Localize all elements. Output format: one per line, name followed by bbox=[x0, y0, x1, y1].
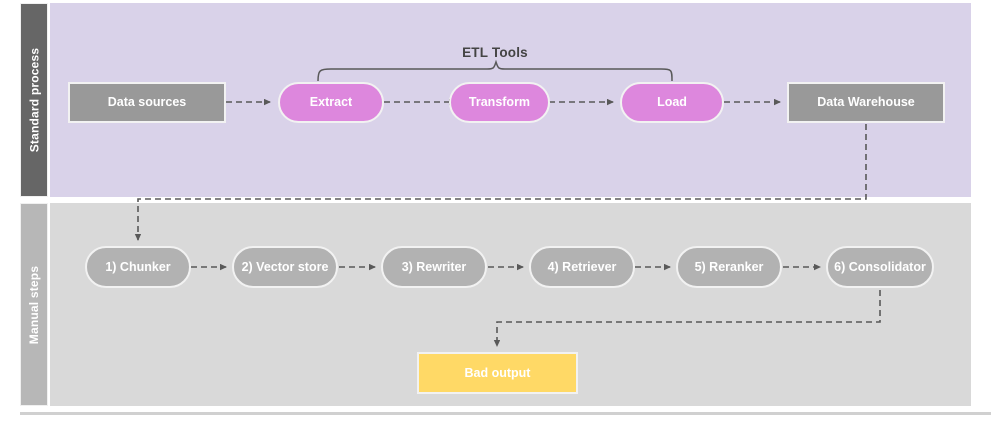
node-chunker[interactable]: 1) Chunker bbox=[85, 246, 191, 288]
lane-manual-steps-label-text: Manual steps bbox=[27, 265, 42, 344]
node-transform[interactable]: Transform bbox=[449, 82, 550, 123]
node-rewriter[interactable]: 3) Rewriter bbox=[381, 246, 487, 288]
node-reranker[interactable]: 5) Reranker bbox=[676, 246, 782, 288]
lane-manual-steps-label: Manual steps bbox=[20, 203, 48, 406]
node-load[interactable]: Load bbox=[620, 82, 724, 123]
node-data-warehouse[interactable]: Data Warehouse bbox=[787, 82, 945, 123]
node-retriever[interactable]: 4) Retriever bbox=[529, 246, 635, 288]
lane-standard-process-label-text: Standard process bbox=[27, 47, 42, 153]
node-consolidator[interactable]: 6) Consolidator bbox=[826, 246, 934, 288]
node-bad-output[interactable]: Bad output bbox=[417, 352, 578, 394]
etl-tools-label: ETL Tools bbox=[462, 45, 528, 60]
lane-standard-process-label: Standard process bbox=[20, 3, 48, 197]
node-extract[interactable]: Extract bbox=[278, 82, 384, 123]
node-data-sources[interactable]: Data sources bbox=[68, 82, 226, 123]
node-vector-store[interactable]: 2) Vector store bbox=[232, 246, 338, 288]
bottom-divider bbox=[20, 412, 991, 415]
